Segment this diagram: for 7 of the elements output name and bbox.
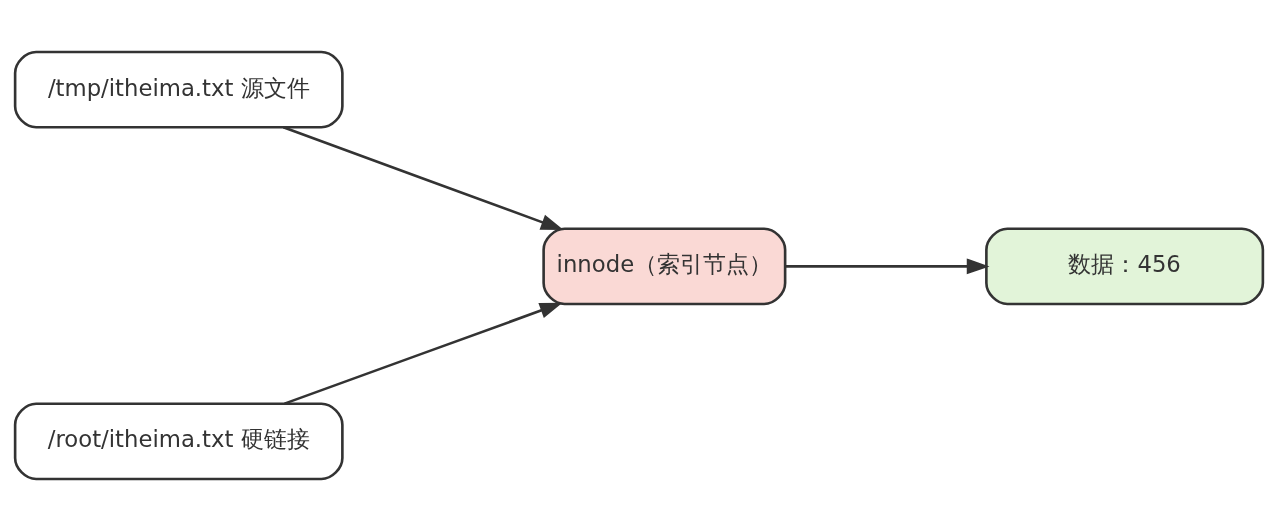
node-box: innode（索引节点） <box>542 227 787 306</box>
arrow <box>284 302 563 405</box>
node-box: 数据：456 <box>985 227 1265 306</box>
arrow <box>785 258 990 275</box>
arrow <box>282 126 564 231</box>
node-box: /tmp/itheima.txt 源文件 <box>13 50 344 129</box>
node-box: /root/itheima.txt 硬链接 <box>13 402 344 481</box>
